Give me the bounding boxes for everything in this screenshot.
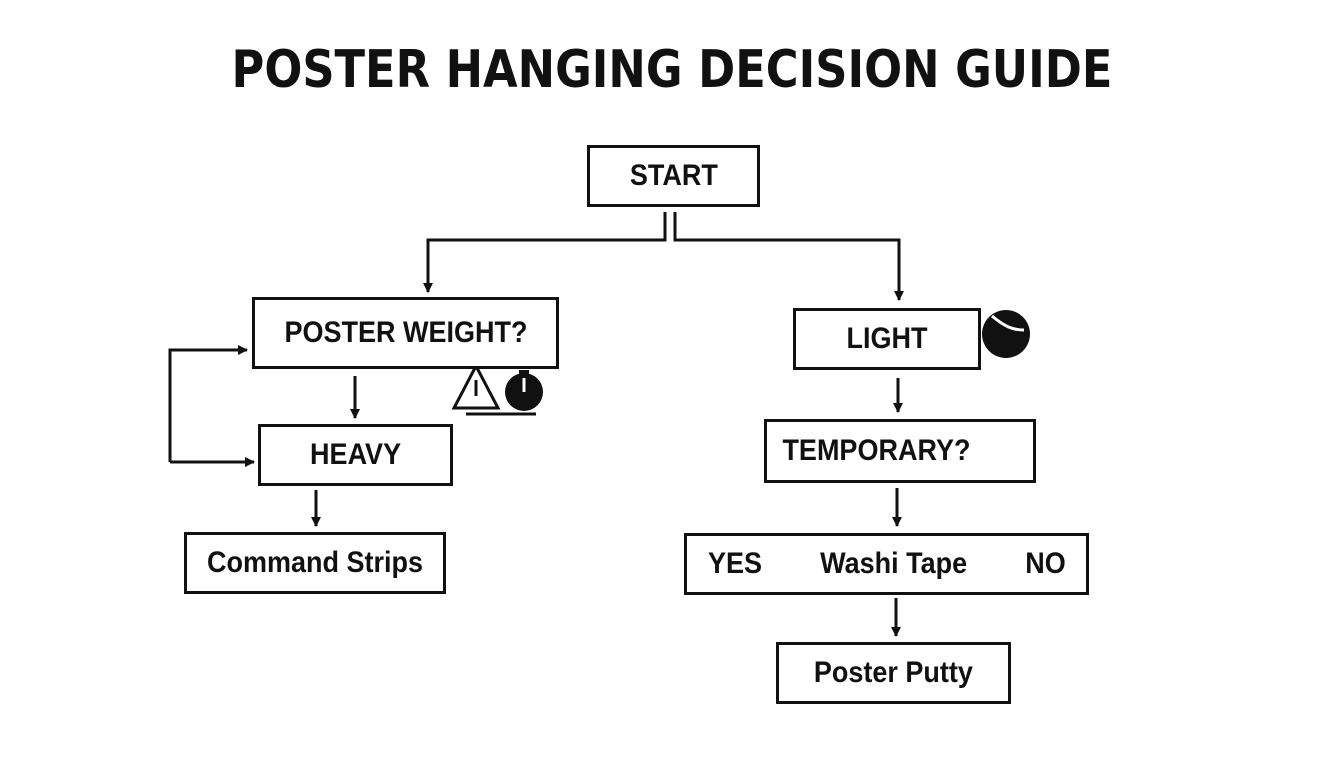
washi-tape-label: Washi Tape xyxy=(820,547,968,580)
heavy-node: HEAVY xyxy=(258,424,453,486)
command-strips-node: Command Strips xyxy=(184,532,446,594)
light-label: LIGHT xyxy=(846,322,928,355)
poster-putty-node: Poster Putty xyxy=(776,642,1011,704)
ball-icon xyxy=(982,310,1030,358)
command-strips-label: Command Strips xyxy=(206,546,424,579)
weight-icon xyxy=(505,370,543,411)
no-label: NO xyxy=(1025,547,1066,580)
heavy-label: HEAVY xyxy=(309,438,402,471)
light-node: LIGHT xyxy=(793,308,981,370)
poster-weight-node: POSTER WEIGHT? xyxy=(252,297,559,369)
yes-label: YES xyxy=(708,547,763,580)
arrow-start-to-light xyxy=(673,212,904,301)
temporary-label: TEMPORARY? xyxy=(781,434,970,467)
diagram-title: POSTER HANGING DECISION GUIDE xyxy=(231,40,1113,100)
warning-icon xyxy=(451,362,501,410)
temporary-node: TEMPORARY? xyxy=(764,419,1036,483)
arrow-start-to-weight xyxy=(423,212,667,293)
poster-weight-label: POSTER WEIGHT? xyxy=(284,316,527,349)
poster-putty-label: Poster Putty xyxy=(813,656,974,689)
yes-no-node: YES Washi Tape NO xyxy=(684,533,1089,595)
arrow-loop-to-weight xyxy=(168,345,248,462)
start-label: START xyxy=(629,159,718,192)
start-node: START xyxy=(587,145,760,207)
